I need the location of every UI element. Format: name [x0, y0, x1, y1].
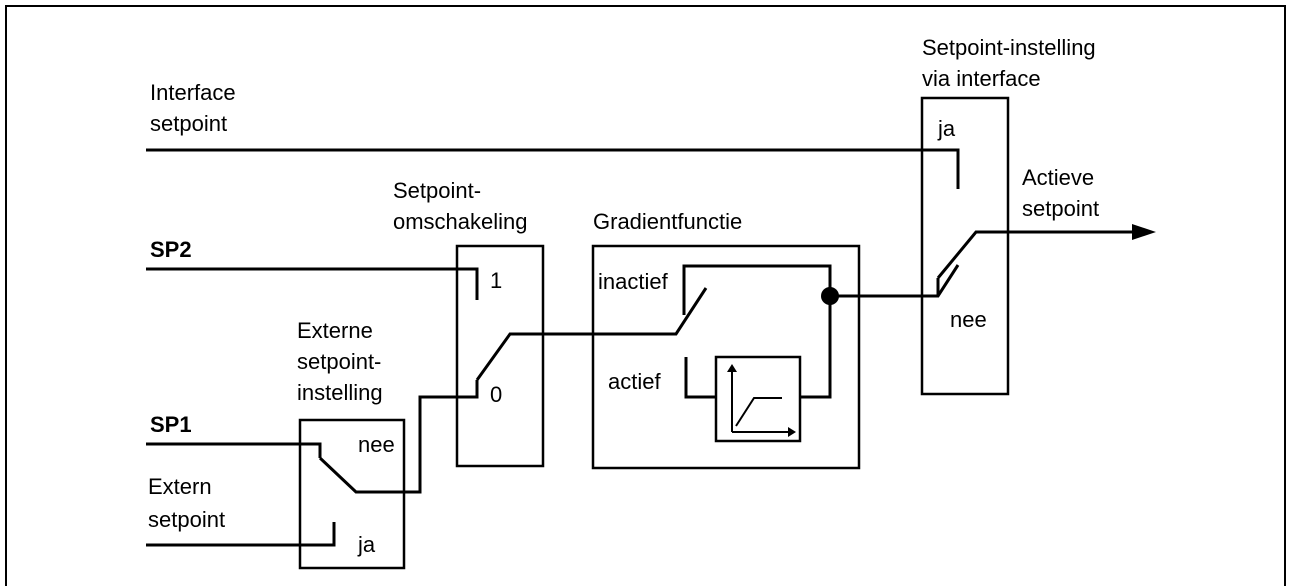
sp2-wire	[146, 267, 479, 300]
interface-setpoint-wire	[146, 148, 960, 189]
output-arrow-icon	[1132, 224, 1156, 240]
gradient-actief-left	[684, 357, 716, 399]
gradient-inactief-label: inactief	[598, 269, 669, 294]
ramp-x-arrow-icon	[788, 427, 796, 437]
omschakeling-title-line1: Setpoint-	[393, 178, 481, 203]
ext-switch-nee-label: nee	[358, 432, 395, 457]
interface-setpoint-label-line2: setpoint	[150, 111, 227, 136]
gradient-actief-right	[800, 296, 832, 399]
if-switch-blade	[936, 230, 1134, 279]
sp-switch-1-label: 1	[490, 268, 502, 293]
via-interface-title-line2: via interface	[922, 66, 1041, 91]
gradientfunctie-box	[591, 244, 861, 470]
extern-setpoint-label-line2: setpoint	[148, 507, 225, 532]
sp-switch-0-label: 0	[490, 382, 502, 407]
via-interface-switch-box	[920, 96, 1010, 396]
setpoint-omschakeling-box	[455, 244, 545, 468]
sp-switch-blade	[475, 287, 708, 381]
if-switch-ja-label: ja	[937, 116, 956, 141]
via-interface-title-line1: Setpoint-instelling	[922, 35, 1096, 60]
extern-setpoint-label-line1: Extern	[148, 474, 212, 499]
if-switch-nee-label: nee	[950, 307, 987, 332]
interface-setpoint-label-line1: Interface	[150, 80, 236, 105]
extern-setpoint-wire	[146, 522, 336, 547]
gradient-inactief-contact	[682, 264, 832, 315]
externe-setpoint-title-line3: instelling	[297, 380, 383, 405]
ramp-y-arrow-icon	[727, 364, 737, 372]
actieve-setpoint-label-line1: Actieve	[1022, 165, 1094, 190]
externe-setpoint-title-line2: setpoint-	[297, 349, 381, 374]
ramp-function-box	[714, 355, 802, 443]
actieve-setpoint-label-line2: setpoint	[1022, 196, 1099, 221]
externe-setpoint-title-line1: Externe	[297, 318, 373, 343]
ext-switch-blade	[318, 380, 479, 494]
sp2-label: SP2	[150, 237, 192, 262]
ramp-curve	[735, 397, 782, 427]
ext-switch-ja-label: ja	[357, 532, 376, 557]
diagram-frame	[5, 5, 1286, 586]
gradientfunctie-title: Gradientfunctie	[593, 209, 742, 234]
externe-setpoint-switch-box	[298, 418, 406, 570]
gradient-actief-label: actief	[608, 369, 661, 394]
omschakeling-title-line2: omschakeling	[393, 209, 528, 234]
sp1-wire	[146, 442, 322, 458]
sp1-label: SP1	[150, 412, 192, 437]
